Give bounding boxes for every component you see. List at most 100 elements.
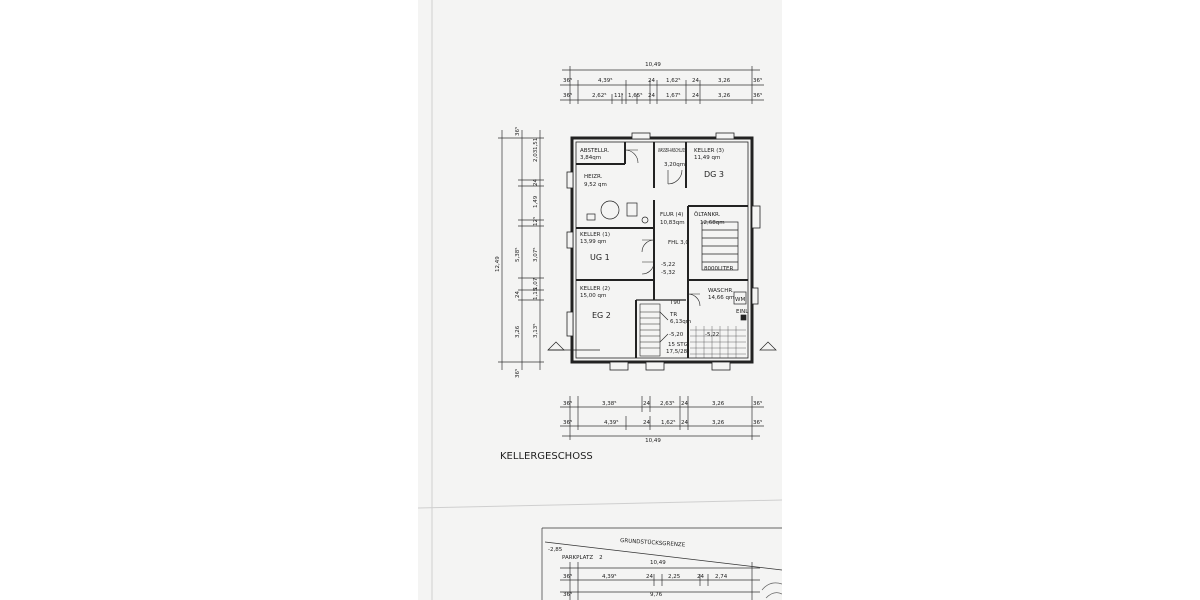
dim-label: 2,62⁵ xyxy=(592,92,606,99)
bottom-dim-row2: 36⁵ 4,39⁵ 24 1,62⁵ 24 3,26 36⁵ xyxy=(563,419,762,426)
staircase xyxy=(639,303,669,357)
dim-label: 11⁵ xyxy=(614,92,623,99)
dim-label: 3,13⁵ xyxy=(532,324,539,338)
dim-label: 36⁵ xyxy=(563,92,572,99)
top-dimension-chains xyxy=(560,66,764,104)
dim-label: 24 xyxy=(515,291,521,298)
left-inner-dims: 2,03 24 1,49 12⁵ 3,07⁵ 1,07 1,15 1,51 3,… xyxy=(532,138,539,338)
dim-label: 36⁵ xyxy=(563,591,572,598)
dim-label: 5,38⁵ xyxy=(514,248,521,262)
dim-label: 3,26 xyxy=(718,93,731,99)
room-area: 14,66 qm xyxy=(708,295,734,301)
room-name: ABSTELLR. xyxy=(580,148,610,154)
room-area: 3,20qm xyxy=(664,162,685,168)
room-flur-4: FLUR (4) 10,83qm xyxy=(660,212,685,226)
plan-annotations: FHL 3,0 -5,22 -5,32 T90 TR 6,13qm -5,20 … xyxy=(661,240,749,355)
dim-label: 24 xyxy=(681,420,688,426)
room-abstellr: ABSTELLR. 3,84qm xyxy=(580,148,610,161)
stair-steps: 15 STG xyxy=(668,342,688,348)
dim-label: 9,76 xyxy=(650,592,663,598)
room-name: WASSER-ANSCHLUSS xyxy=(658,148,686,154)
dim-label: 24 xyxy=(648,78,655,84)
dim-label: 4,39⁵ xyxy=(604,419,618,426)
scanned-paper-sheet: 10,49 36⁵ 4,39⁵ 24 1,62⁵ 24 3,26 36⁵ 36⁵… xyxy=(418,0,782,600)
room-keller-3: KELLER (3) 11,49 qm DG 3 xyxy=(694,148,724,179)
dim-label: 1,65⁵ xyxy=(628,92,642,99)
room-wasseranschluss: WASSER-ANSCHLUSS 3,20qm xyxy=(658,148,686,168)
dim-label: 24 xyxy=(648,93,655,99)
dim-label: 24 xyxy=(681,401,688,407)
room-area: 11,49 qm xyxy=(694,155,720,161)
room-name: KELLER (1) xyxy=(580,232,610,238)
fixtures xyxy=(586,200,747,321)
room-area: 12,68qm xyxy=(700,220,725,226)
top-overall-dim: 10,49 xyxy=(645,62,661,68)
washing-machine-icon xyxy=(733,291,747,305)
dim-label: 24 xyxy=(646,574,653,580)
site-dim-row2: 36⁵ 9,76 xyxy=(563,591,663,598)
left-outer-dims: 36⁵ 5,38⁵ 24 3,26 36⁵ xyxy=(514,127,521,378)
dim-label: 2,25 xyxy=(668,574,681,580)
room-waschr: WASCHR. 14,66 qm xyxy=(708,288,734,301)
dim-label: 36⁵ xyxy=(563,400,572,407)
room-name: KELLER (3) xyxy=(694,148,724,154)
dim-label: 24 xyxy=(692,93,699,99)
bottom-dimension-chains xyxy=(560,396,764,440)
building-walls xyxy=(570,136,754,364)
floor-plan-drawing: 10,49 36⁵ 4,39⁵ 24 1,62⁵ 24 3,26 36⁵ 36⁵… xyxy=(418,0,782,600)
dim-label: 3,26 xyxy=(718,78,731,84)
dim-label: 3,26 xyxy=(712,401,725,407)
parking-text: PARKPLATZ xyxy=(562,555,593,561)
dim-label: 4,39⁵ xyxy=(598,77,612,84)
dim-label: 36⁵ xyxy=(514,369,521,378)
stair-label: TR xyxy=(669,312,677,318)
top-dim-row2: 36⁵ 2,62⁵ 11⁵ 1,65⁵ 24 1,67⁵ 24 3,26 36⁵ xyxy=(563,92,762,99)
wm-label: WM xyxy=(735,297,745,303)
door-swings xyxy=(624,149,701,307)
dim-label: 3,26 xyxy=(712,420,725,426)
dim-label: 36⁵ xyxy=(563,77,572,84)
room-heizr: HEIZR. 9,52 qm xyxy=(584,174,607,188)
room-tag: DG 3 xyxy=(704,170,724,179)
dim-label: 1,62⁵ xyxy=(666,77,680,84)
paper-fold-lines xyxy=(418,0,782,600)
room-note: 8000LITER xyxy=(704,266,734,272)
room-tag: EG 2 xyxy=(592,311,611,320)
window-wells xyxy=(566,132,761,371)
room-name: KELLER (2) xyxy=(580,286,610,292)
stair-area: 6,13qm xyxy=(670,319,691,325)
dim-label: 1,67⁵ xyxy=(666,92,680,99)
tiled-floor xyxy=(690,326,746,358)
dim-label: 2,74 xyxy=(715,574,728,580)
boiler-icon xyxy=(600,200,620,220)
section-markers xyxy=(547,341,777,351)
dim-label: 24 xyxy=(533,179,539,186)
dim-label: 36⁵ xyxy=(514,127,521,136)
room-keller-1: KELLER (1) 13,99 qm UG 1 xyxy=(580,232,610,262)
room-name: FLUR (4) xyxy=(660,212,683,218)
dim-label: 4,39⁵ xyxy=(602,573,616,580)
stair-ratio: 17,5/28 xyxy=(666,349,688,355)
dim-label: 3,38⁵ xyxy=(602,400,616,407)
bottom-dim-row1: 36⁵ 3,38⁵ 24 2,63⁵ 24 3,26 36⁵ xyxy=(563,400,762,407)
dim-label: 1,62⁵ xyxy=(661,419,675,426)
room-area: 9,52 qm xyxy=(584,182,607,188)
room-tag: UG 1 xyxy=(590,253,610,262)
dim-label: 24 xyxy=(692,78,699,84)
dim-label: 1,51 xyxy=(533,138,539,150)
heater-unit-icon xyxy=(626,202,638,217)
dim-label: 2,03 xyxy=(533,149,539,162)
drawing-title: KELLERGESCHOSS xyxy=(500,451,593,462)
dim-label: 36⁵ xyxy=(753,419,762,426)
dim-label: 12⁵ xyxy=(532,217,539,226)
site-plan-fragment xyxy=(541,527,782,600)
einl-label: EINL xyxy=(736,309,749,315)
level-mark: -5,22 xyxy=(705,332,719,338)
room-name: ÖLTANKR. xyxy=(694,211,721,218)
drain-icon xyxy=(641,216,649,224)
fhl-label: FHL 3,0 xyxy=(668,240,689,246)
room-area: 3,84qm xyxy=(580,155,601,161)
dim-label: 24 xyxy=(643,401,650,407)
room-oeltankr: ÖLTANKR. 12,68qm 8000LITER xyxy=(694,211,734,272)
